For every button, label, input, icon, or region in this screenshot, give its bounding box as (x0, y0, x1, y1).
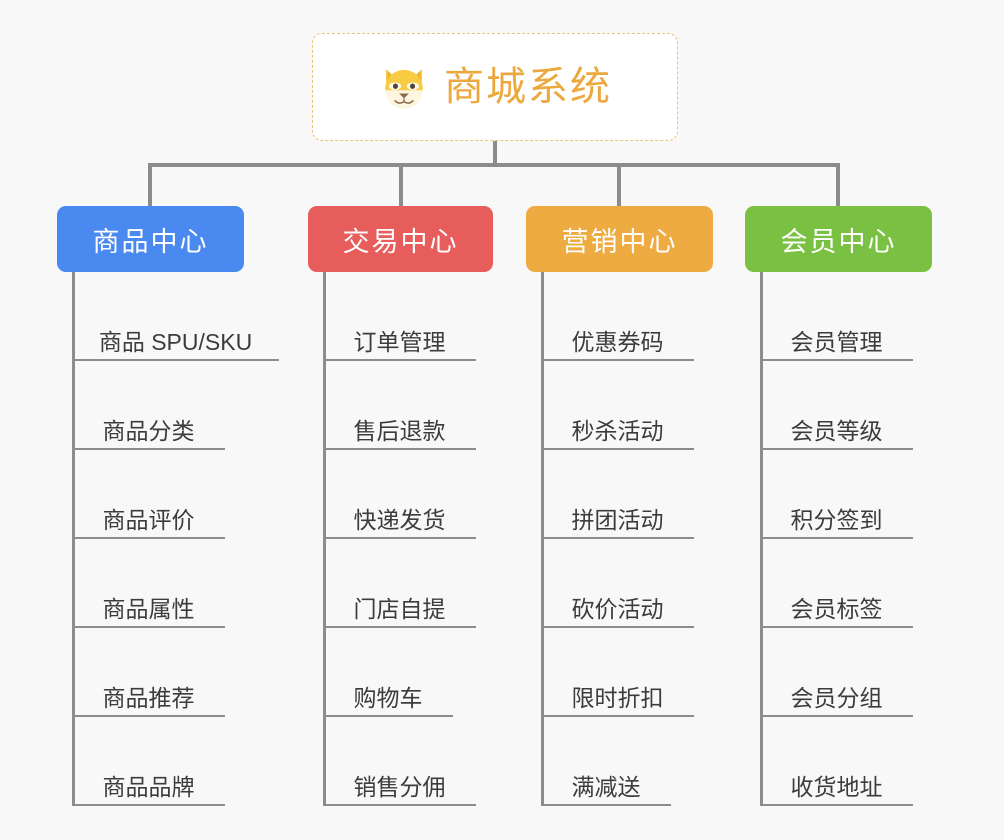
leaf-item[interactable]: 商品属性 (72, 539, 225, 628)
leaf-item-label: 商品分类 (102, 417, 195, 444)
leaf-item[interactable]: 满减送 (541, 717, 671, 806)
leaf-item[interactable]: 限时折扣 (541, 628, 694, 717)
leaf-item-label: 会员等级 (790, 417, 883, 444)
leaf-item[interactable]: 订单管理 (323, 272, 476, 361)
leaf-item[interactable]: 秒杀活动 (541, 361, 694, 450)
leaf-item-label: 销售分佣 (353, 773, 446, 800)
root-node[interactable]: 商城系统 (312, 33, 678, 141)
leaf-item[interactable]: 优惠券码 (541, 272, 694, 361)
category-header-label: 商品中心 (92, 226, 209, 257)
leaf-item[interactable]: 会员管理 (760, 272, 913, 361)
category-header-label: 交易中心 (342, 226, 459, 257)
leaf-item-label: 购物车 (353, 684, 423, 711)
leaf-item[interactable]: 积分签到 (760, 450, 913, 539)
leaf-item[interactable]: 商品推荐 (72, 628, 225, 717)
leaf-item-label: 快递发货 (353, 506, 446, 533)
root-label: 商城系统 (444, 65, 612, 109)
category-header-member-center[interactable]: 会员中心 (745, 206, 932, 272)
leaf-item-label: 秒杀活动 (571, 417, 664, 444)
category-spine-marketing-center (541, 272, 544, 806)
leaf-item-label: 收货地址 (790, 773, 883, 800)
leaf-item[interactable]: 拼团活动 (541, 450, 694, 539)
leaf-item-label: 商品推荐 (102, 684, 195, 711)
leaf-item[interactable]: 门店自提 (323, 539, 476, 628)
leaf-item-label: 积分签到 (790, 506, 883, 533)
leaf-item-label: 限时折扣 (571, 684, 664, 711)
leaf-item-label: 门店自提 (353, 595, 446, 622)
leaf-item-label: 优惠券码 (571, 328, 664, 355)
category-header-label: 营销中心 (561, 226, 678, 257)
leaf-item[interactable]: 商品 SPU/SKU (72, 272, 279, 361)
leaf-item[interactable]: 收货地址 (760, 717, 913, 806)
leaf-item-label: 拼团活动 (571, 506, 664, 533)
leaf-list-marketing-center: 优惠券码秒杀活动拼团活动砍价活动限时折扣满减送 (526, 272, 694, 806)
drop-connector-3 (617, 163, 621, 208)
category-spine-product-center (72, 272, 75, 806)
category-spine-trade-center (323, 272, 326, 806)
category-header-trade-center[interactable]: 交易中心 (308, 206, 493, 272)
leaf-item[interactable]: 购物车 (323, 628, 453, 717)
leaf-item-label: 商品评价 (102, 506, 195, 533)
drop-connector-2 (399, 163, 403, 208)
leaf-list-member-center: 会员管理会员等级积分签到会员标签会员分组收货地址 (745, 272, 913, 806)
leaf-item-label: 订单管理 (353, 328, 446, 355)
drop-connector-4 (836, 163, 840, 208)
leaf-item-label: 售后退款 (353, 417, 446, 444)
leaf-item[interactable]: 商品品牌 (72, 717, 225, 806)
leaf-item-label: 商品属性 (102, 595, 195, 622)
leaf-item-label: 商品 SPU/SKU (98, 328, 253, 355)
leaf-item[interactable]: 商品评价 (72, 450, 225, 539)
leaf-item[interactable]: 会员等级 (760, 361, 913, 450)
leaf-item-label: 砍价活动 (571, 595, 664, 622)
category-header-label: 会员中心 (780, 226, 897, 257)
leaf-item[interactable]: 商品分类 (72, 361, 225, 450)
leaf-item-label: 会员标签 (790, 595, 883, 622)
leaf-item-label: 会员管理 (790, 328, 883, 355)
leaf-item[interactable]: 会员分组 (760, 628, 913, 717)
leaf-item-label: 满减送 (571, 773, 641, 800)
leaf-item[interactable]: 销售分佣 (323, 717, 476, 806)
leaf-item[interactable]: 砍价活动 (541, 539, 694, 628)
category-spine-member-center (760, 272, 763, 806)
leaf-list-trade-center: 订单管理售后退款快递发货门店自提购物车销售分佣 (308, 272, 476, 806)
category-header-product-center[interactable]: 商品中心 (57, 206, 244, 272)
root-stem-connector (493, 141, 497, 165)
shiba-dog-face-icon (385, 69, 423, 109)
leaf-item-label: 商品品牌 (102, 773, 195, 800)
leaf-item-label: 会员分组 (790, 684, 883, 711)
category-header-marketing-center[interactable]: 营销中心 (526, 206, 713, 272)
leaf-item[interactable]: 会员标签 (760, 539, 913, 628)
drop-connector-1 (148, 163, 152, 208)
leaf-item[interactable]: 快递发货 (323, 450, 476, 539)
leaf-item[interactable]: 售后退款 (323, 361, 476, 450)
leaf-list-product-center: 商品 SPU/SKU 商品分类商品评价商品属性商品推荐商品品牌 (57, 272, 279, 806)
horizontal-bus-connector (148, 163, 840, 167)
